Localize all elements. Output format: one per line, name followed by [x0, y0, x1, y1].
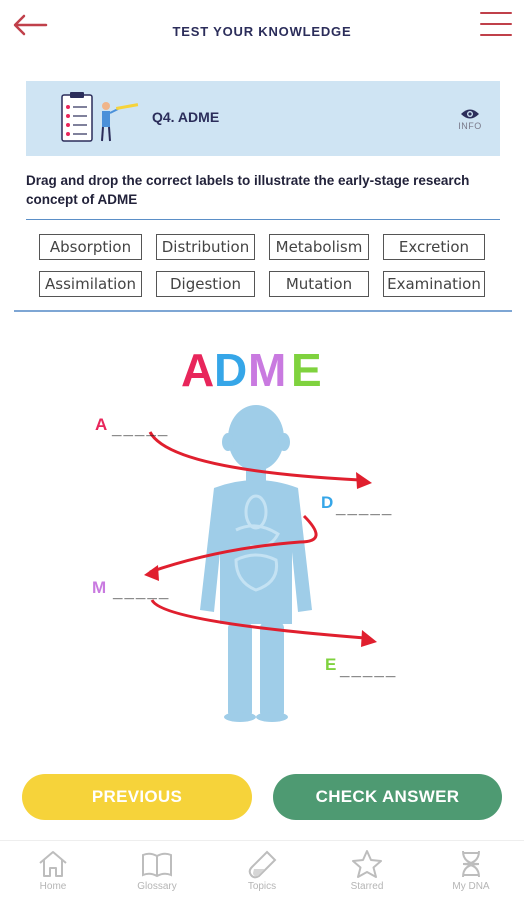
check-answer-button[interactable]: CHECK ANSWER	[273, 774, 502, 820]
drop-slot: _____	[335, 498, 393, 517]
slot-letter: E	[325, 655, 336, 674]
nav-label: My DNA	[452, 881, 490, 892]
page-title: TEST YOUR KNOWLEDGE	[172, 24, 352, 39]
nav-label: Topics	[247, 881, 277, 892]
nav-glossary[interactable]: Glossary	[112, 849, 202, 892]
drop-slot: _____	[112, 582, 170, 601]
question-prompt: Drag and drop the correct labels to illu…	[26, 173, 470, 207]
home-icon	[39, 851, 67, 877]
label-chip[interactable]: Metabolism	[269, 234, 369, 260]
nav-starred[interactable]: Starred	[322, 849, 412, 892]
top-bar: TEST YOUR KNOWLEDGE	[0, 0, 524, 64]
label-chip[interactable]: Mutation	[269, 271, 369, 297]
test-tube-icon	[248, 850, 277, 879]
slot-letter: D	[321, 493, 333, 512]
info-label: INFO	[458, 121, 482, 131]
arrow-left-icon	[13, 14, 48, 36]
drop-slot: _____	[111, 419, 169, 438]
eye-icon	[461, 109, 479, 119]
nav-label: Glossary	[137, 881, 177, 892]
blank-slots: A _____ D _____ M _____ E _____	[92, 415, 397, 679]
book-icon	[142, 852, 172, 878]
dna-icon	[462, 850, 480, 878]
slot-letter: M	[92, 578, 106, 597]
divider	[26, 219, 500, 220]
heading-letter: A	[181, 344, 214, 396]
drop-slot: _____	[339, 660, 397, 679]
label-chip[interactable]: Digestion	[156, 271, 255, 297]
heading-letter: E	[291, 344, 322, 396]
label-chip[interactable]: Excretion	[383, 234, 485, 260]
label-chip[interactable]: Assimilation	[39, 271, 142, 297]
question-card: Q4. ADME INFO	[26, 81, 500, 156]
heading-letter: D	[214, 344, 247, 396]
slot-letter: A	[95, 415, 107, 434]
nav-label: Home	[39, 881, 67, 892]
heading-letter: M	[248, 344, 286, 396]
nav-label: Starred	[350, 881, 384, 892]
child-silhouette	[200, 405, 312, 722]
adme-diagram: A D M E A _____ D _____ M _	[92, 344, 397, 722]
nav-my-dna[interactable]: My DNA	[426, 849, 516, 892]
nav-home[interactable]: Home	[8, 849, 98, 892]
previous-button[interactable]: PREVIOUS	[22, 774, 252, 820]
divider	[14, 310, 512, 312]
nav-topics[interactable]: Topics	[217, 849, 307, 892]
question-title: Q4. ADME	[152, 109, 220, 125]
hamburger-line	[480, 34, 512, 36]
adme-heading: A D M E	[181, 344, 322, 396]
label-chip[interactable]: Absorption	[39, 234, 142, 260]
label-chip[interactable]: Distribution	[156, 234, 255, 260]
info-button[interactable]: INFO	[452, 107, 488, 131]
clipboard-illustration-icon	[61, 92, 139, 142]
label-chip[interactable]: Examination	[383, 271, 485, 297]
arrows	[148, 431, 366, 640]
star-icon	[352, 850, 382, 878]
hamburger-line	[480, 23, 512, 25]
arrowheads	[144, 472, 377, 647]
hamburger-icon	[480, 12, 512, 14]
back-button[interactable]	[10, 10, 50, 40]
bottom-nav: Home Glossary Topics Starred My DNA	[0, 840, 524, 900]
menu-button[interactable]	[480, 12, 512, 40]
